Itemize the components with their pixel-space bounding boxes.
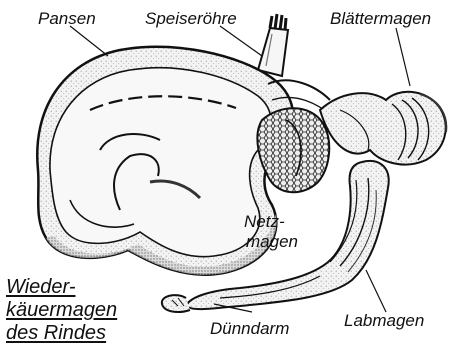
label-netzmagen-line2: magen xyxy=(246,233,298,250)
label-blaettermagen: Blättermagen xyxy=(330,10,431,27)
small-intestine xyxy=(162,295,190,312)
label-speiseroehre: Speiseröhre xyxy=(145,10,237,27)
label-duenndarm: Dünndarm xyxy=(210,320,289,337)
label-labmagen: Labmagen xyxy=(344,312,424,329)
title-line-1: Wieder- xyxy=(6,276,117,299)
omasum xyxy=(320,92,446,165)
title-line-3: des Rindes xyxy=(6,322,117,345)
title-line-2: käuermagen xyxy=(6,299,117,322)
esophagus-tube xyxy=(258,14,288,76)
diagram-title: Wieder- käuermagen des Rindes xyxy=(6,276,117,345)
label-netzmagen-line1: Netz- xyxy=(244,213,285,230)
label-pansen: Pansen xyxy=(38,10,96,27)
